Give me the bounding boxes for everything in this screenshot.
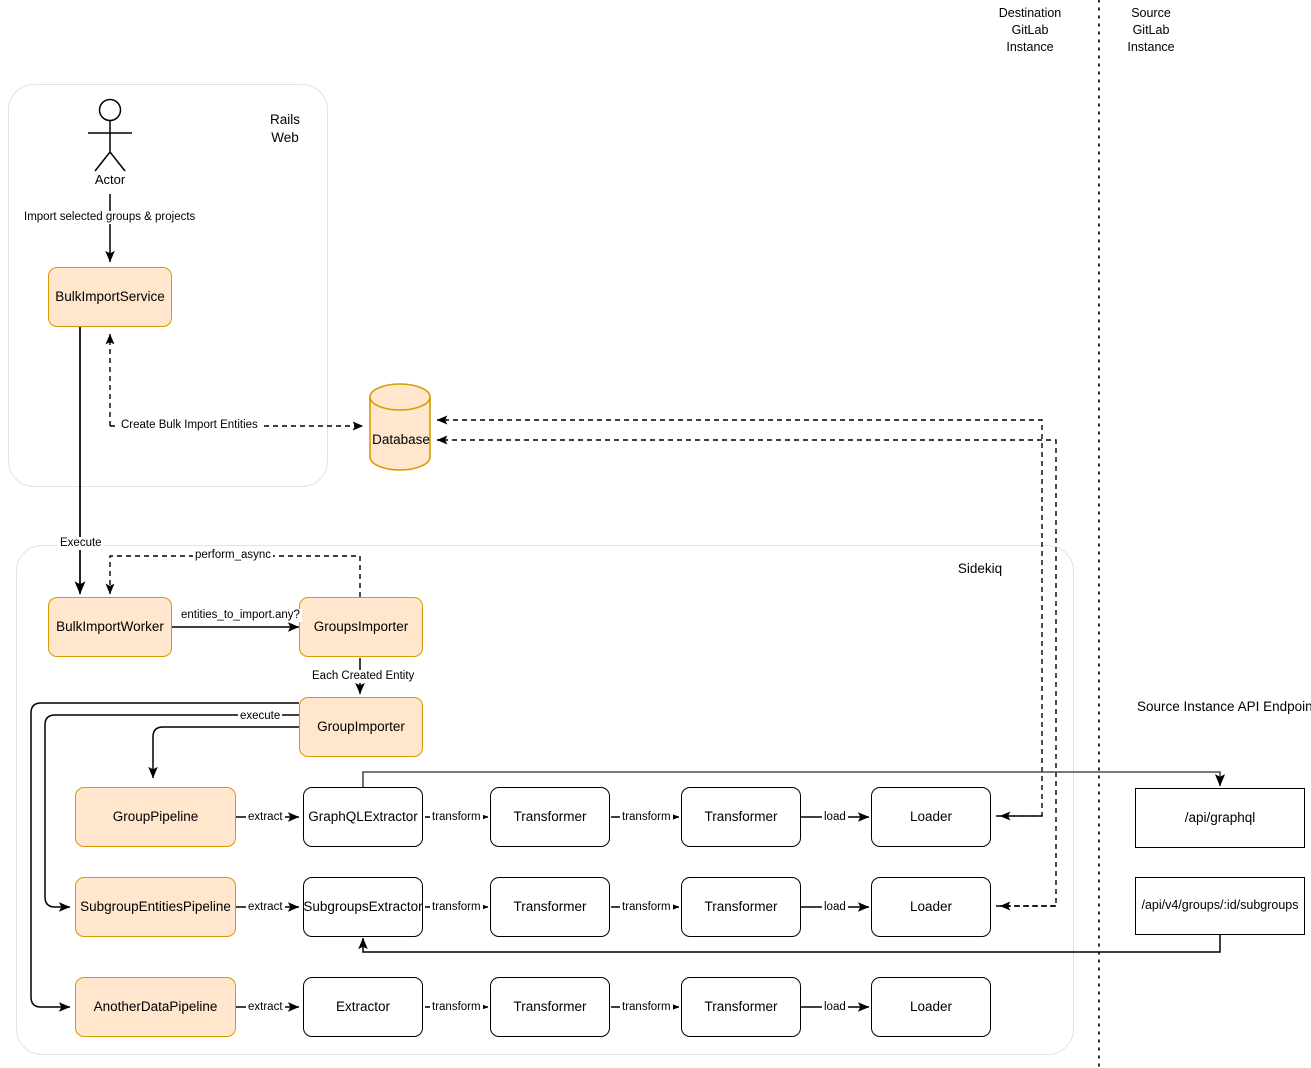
edge-label-load-r1: load: [822, 811, 848, 824]
node-subgroup-entities-pipeline[interactable]: SubgroupEntitiesPipeline: [75, 877, 236, 937]
node-group-pipeline[interactable]: GroupPipeline: [75, 787, 236, 847]
edge-label-transform-r3-b: transform: [620, 1001, 673, 1014]
edge-label-transform-r3-a: transform: [430, 1001, 483, 1014]
actor-label: Actor: [94, 172, 126, 187]
node-loader-r1[interactable]: Loader: [871, 787, 991, 847]
edge-label-import-selected: Import selected groups & projects: [22, 211, 198, 224]
node-graphql-extractor[interactable]: GraphQLExtractor: [303, 787, 423, 847]
edge-label-extract-r2: extract: [246, 901, 285, 914]
edge-label-transform-r2-a: transform: [430, 901, 483, 914]
edge-label-load-r2: load: [822, 901, 848, 914]
node-loader-r3[interactable]: Loader: [871, 977, 991, 1037]
edge-label-transform-r1-a: transform: [430, 811, 483, 824]
edge-label-execute-pipeline: execute: [238, 710, 283, 723]
node-extractor[interactable]: Extractor: [303, 977, 423, 1037]
edge-label-extract-r3: extract: [246, 1001, 285, 1014]
node-api-graphql[interactable]: /api/graphql: [1135, 788, 1305, 848]
source-api-endpoints-label: Source Instance API Endpoints: [1137, 699, 1311, 714]
edge-label-extract-r1: extract: [246, 811, 285, 824]
node-api-subgroups[interactable]: /api/v4/groups/:id/subgroups: [1135, 877, 1305, 935]
edge-label-transform-r1-b: transform: [620, 811, 673, 824]
edge-label-load-r3: load: [822, 1001, 848, 1014]
node-another-data-pipeline[interactable]: AnotherDataPipeline: [75, 977, 236, 1037]
edge-label-create-bulk-import-entities: Create Bulk Import Entities: [119, 419, 260, 432]
edge-label-transform-r2-b: transform: [620, 901, 673, 914]
zone-destination-label: Destination GitLab Instance: [998, 6, 1062, 54]
container-rails-web-label: Rails Web: [269, 112, 300, 145]
edge-label-entities-to-import: entities_to_import.any?: [179, 609, 302, 622]
node-bulk-import-worker[interactable]: BulkImportWorker: [48, 597, 172, 657]
node-transformer-r1-a[interactable]: Transformer: [490, 787, 610, 847]
node-subgroups-extractor[interactable]: SubgroupsExtractor: [303, 877, 423, 937]
zone-source-label: Source GitLab Instance: [1127, 6, 1175, 54]
node-transformer-r3-a[interactable]: Transformer: [490, 977, 610, 1037]
node-bulk-import-service[interactable]: BulkImportService: [48, 267, 172, 327]
node-transformer-r3-b[interactable]: Transformer: [681, 977, 801, 1037]
container-sidekiq-label: Sidekiq: [957, 561, 1003, 576]
node-group-importer[interactable]: GroupImporter: [299, 697, 423, 757]
node-loader-r2[interactable]: Loader: [871, 877, 991, 937]
edge-label-perform-async: perform_async: [193, 549, 274, 562]
edge-label-each-created-entity: Each Created Entity: [310, 670, 417, 683]
node-groups-importer[interactable]: GroupsImporter: [299, 597, 423, 657]
node-transformer-r1-b[interactable]: Transformer: [681, 787, 801, 847]
node-transformer-r2-b[interactable]: Transformer: [681, 877, 801, 937]
container-rails-web: [8, 84, 328, 487]
node-database-label: Database: [372, 432, 430, 447]
edge-label-execute-worker: Execute: [58, 537, 104, 550]
node-transformer-r2-a[interactable]: Transformer: [490, 877, 610, 937]
